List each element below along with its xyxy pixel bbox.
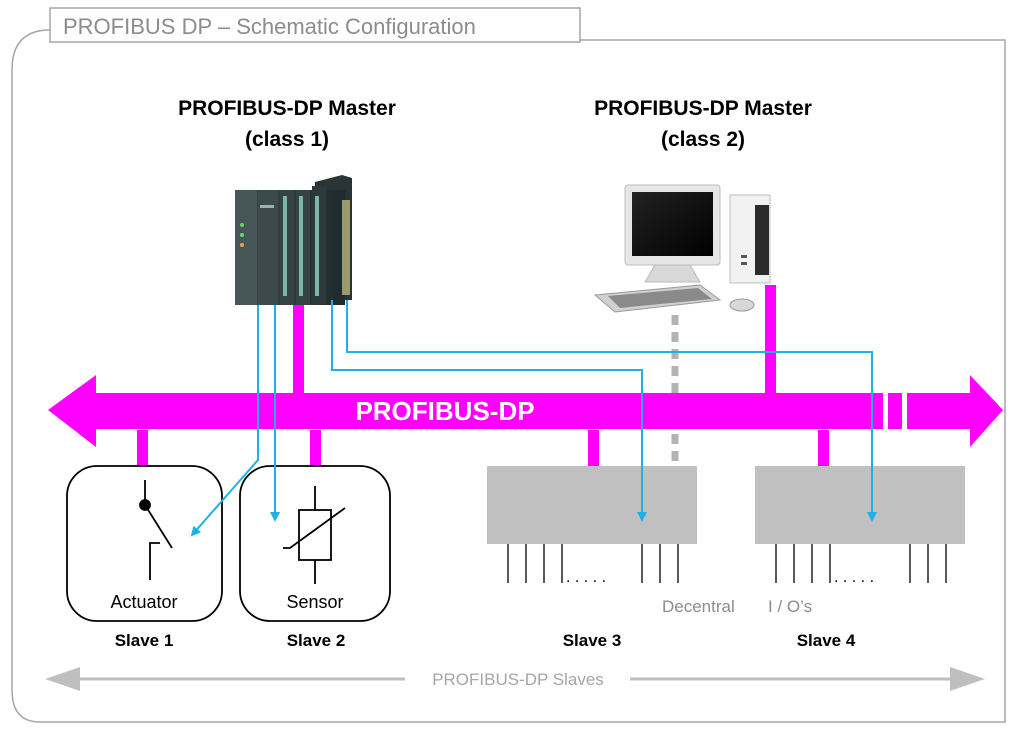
frame-border	[11, 29, 1006, 723]
pc-icon	[593, 184, 771, 313]
slave3-module	[487, 466, 697, 544]
slave4-dots: . . . . .	[834, 569, 874, 586]
slave4-io-pins	[775, 544, 947, 583]
master2-label-line1: PROFIBUS-DP Master	[594, 97, 812, 120]
sensor-label: Sensor	[286, 592, 343, 612]
sensor-box	[239, 465, 391, 622]
decentral-label: Decentral	[662, 597, 735, 616]
frame-title-box	[49, 7, 581, 43]
bus-label: PROFIBUS-DP	[355, 396, 534, 426]
profibus-bus	[48, 375, 1003, 447]
actuator-label: Actuator	[110, 592, 177, 612]
slaves-span-arrow	[45, 667, 985, 691]
slave3-io-pins	[507, 544, 679, 583]
ios-label: I / O’s	[768, 597, 812, 616]
sensor-icon	[283, 486, 346, 584]
slave3-label: Slave 3	[563, 631, 622, 650]
slave1-label: Slave 1	[115, 631, 174, 650]
bus-drops	[137, 285, 829, 467]
slaves-span-label: PROFIBUS-DP Slaves	[432, 670, 604, 689]
slave4-module	[755, 466, 965, 544]
switch-icon	[139, 480, 173, 580]
slave2-label: Slave 2	[287, 631, 346, 650]
plc-icon	[235, 175, 352, 305]
frame-title: PROFIBUS DP – Schematic Configuration	[63, 14, 476, 39]
slave4-label: Slave 4	[797, 631, 856, 650]
slave3-dots: . . . . .	[566, 569, 606, 586]
signal-arrows	[190, 300, 877, 537]
master2-label-line2: (class 2)	[661, 128, 745, 151]
master1-label-line1: PROFIBUS-DP Master	[178, 97, 396, 120]
actuator-box	[66, 465, 223, 622]
master1-label-line2: (class 1)	[245, 128, 329, 151]
